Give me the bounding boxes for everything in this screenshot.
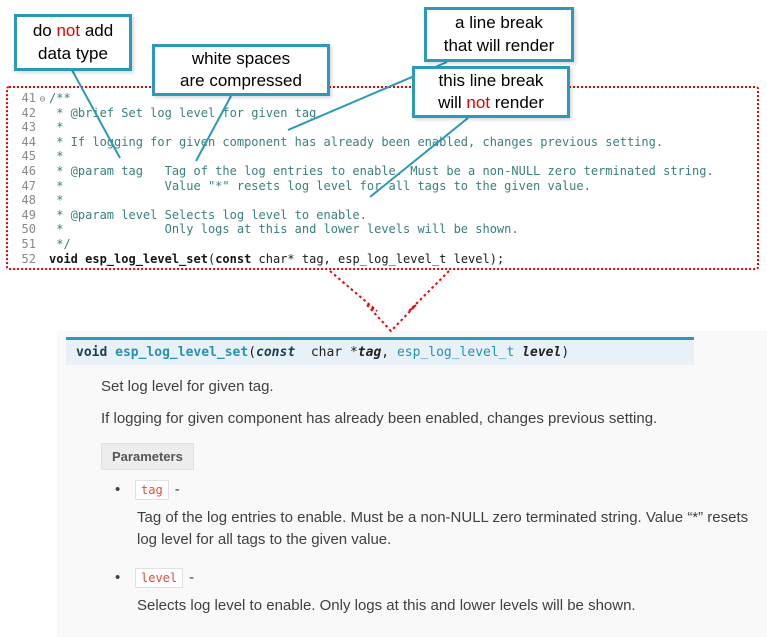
- param-dash: -: [174, 481, 180, 498]
- sig-paren: (: [248, 345, 257, 360]
- sig-keyword-const: const: [256, 345, 296, 360]
- code-editor-snippet: 41⊖/** 42 * @brief Set log level for giv…: [6, 86, 759, 270]
- callout-text: add: [80, 21, 114, 41]
- function-signature[interactable]: void esp_log_level_set(const char *tag, …: [66, 337, 694, 365]
- param-name-level: level: [135, 568, 184, 588]
- code-text: */: [49, 236, 71, 251]
- line-number: 51: [21, 236, 36, 251]
- keyword-void: void: [49, 251, 86, 266]
- code-line: 43 *: [12, 120, 757, 135]
- rendered-docs-panel: void esp_log_level_set(const char *tag, …: [57, 331, 767, 637]
- paren: (: [207, 251, 216, 266]
- line-number: 43: [21, 120, 36, 135]
- callout-whitespace-compressed: white spaces are compressed: [152, 44, 330, 96]
- code-line: 45 *: [12, 149, 757, 164]
- callout-line: data type: [38, 43, 108, 63]
- code-text: * @brief Set log level for given tag: [49, 105, 317, 120]
- param-name-tag: tag: [135, 480, 169, 500]
- red-dotted-arrow-icon: [329, 270, 450, 333]
- code-text: /**: [49, 91, 71, 105]
- param-item-tag: • tag-: [115, 480, 180, 500]
- sig-arg-tag: tag: [357, 345, 382, 360]
- callout-text-red: not: [466, 93, 491, 112]
- callout-no-data-type: do not add data type: [14, 14, 132, 71]
- line-number: 41: [21, 91, 36, 105]
- line-number: 45: [21, 149, 36, 164]
- doc-brief-text: Set log level for given tag.: [101, 378, 274, 395]
- code-line: 51 */: [12, 237, 757, 252]
- code-line: 50 * Only logs at this and lower levels …: [12, 222, 757, 237]
- code-text: *: [49, 120, 64, 135]
- callout-line: a line break: [455, 13, 543, 33]
- sig-comma: ,: [381, 345, 397, 360]
- callout-line: this line break: [438, 70, 544, 90]
- keyword-const: const: [215, 251, 252, 266]
- code-text: * If logging for given component has alr…: [49, 134, 664, 149]
- function-args: char* tag, esp_log_level_t level);: [251, 251, 505, 266]
- code-line: 48 *: [12, 193, 757, 208]
- code-text: *: [49, 193, 64, 208]
- line-number: 48: [21, 193, 36, 208]
- sig-function-name: esp_log_level_set: [115, 345, 249, 360]
- callout-line: will not render: [438, 92, 544, 114]
- sig-arg-level: level: [522, 345, 562, 360]
- sig-paren: ): [561, 345, 570, 360]
- callout-line: white spaces: [191, 48, 291, 68]
- code-line: 47 * Value "*" resets log level for all …: [12, 179, 757, 194]
- param-desc-level: Selects log level to enable. Only logs a…: [137, 597, 636, 614]
- callout-line-break-renders: a line break that will render: [424, 7, 574, 62]
- doc-description-text: If logging for given component has alrea…: [101, 410, 658, 427]
- line-number: 49: [21, 207, 36, 222]
- line-number: 50: [21, 222, 36, 237]
- callout-line-break-not-render: this line break will not render: [412, 66, 570, 118]
- code-text: * @param level Selects log level to enab…: [49, 207, 367, 222]
- callout-line: do not add: [33, 20, 113, 42]
- bullet-icon: •: [115, 569, 121, 586]
- fold-collapse-icon[interactable]: ⊖: [39, 94, 46, 105]
- line-number: 46: [21, 163, 36, 178]
- code-text: * @param tag Tag of the log entries to e…: [49, 163, 714, 178]
- callout-text-red: not: [56, 21, 81, 41]
- line-number: 47: [21, 178, 36, 193]
- line-number: 44: [21, 134, 36, 149]
- code-line-function-declaration: 52 void esp_log_level_set(const char* tag…: [12, 252, 757, 267]
- line-number: 42: [21, 105, 36, 120]
- sig-char-pointer: char *: [295, 345, 358, 360]
- code-text: * Only logs at this and lower levels wil…: [49, 222, 519, 237]
- code-text: *: [49, 149, 64, 164]
- callout-text: render: [490, 93, 544, 112]
- function-name: esp_log_level_set: [85, 251, 208, 266]
- code-line: 42 * @brief Set log level for given tag: [12, 106, 757, 121]
- code-line: 44 * If logging for given component has …: [12, 135, 757, 150]
- parameters-heading: Parameters: [101, 443, 194, 470]
- code-line: 46 * @param tag Tag of the log entries t…: [12, 164, 757, 179]
- callout-text: do: [32, 21, 57, 41]
- callout-text: will: [438, 93, 467, 112]
- line-number: 52: [21, 251, 36, 266]
- bullet-icon: •: [115, 481, 121, 498]
- param-item-level: • level-: [115, 568, 195, 588]
- code-text: * Value "*" resets log level for all tag…: [49, 178, 591, 193]
- code-line: 49 * @param level Selects log level to e…: [12, 208, 757, 223]
- param-dash: -: [189, 569, 195, 586]
- param-desc-tag: Tag of the log entries to enable. Must b…: [137, 509, 749, 548]
- sig-keyword-void: void: [76, 345, 116, 360]
- code-text: void esp_log_level_set(const char* tag, …: [49, 252, 504, 266]
- sig-type-link[interactable]: esp_log_level_t: [396, 345, 523, 360]
- code-line: 41⊖/**: [12, 91, 757, 106]
- callout-line: are compressed: [180, 71, 302, 90]
- callout-line: that will render: [443, 35, 555, 55]
